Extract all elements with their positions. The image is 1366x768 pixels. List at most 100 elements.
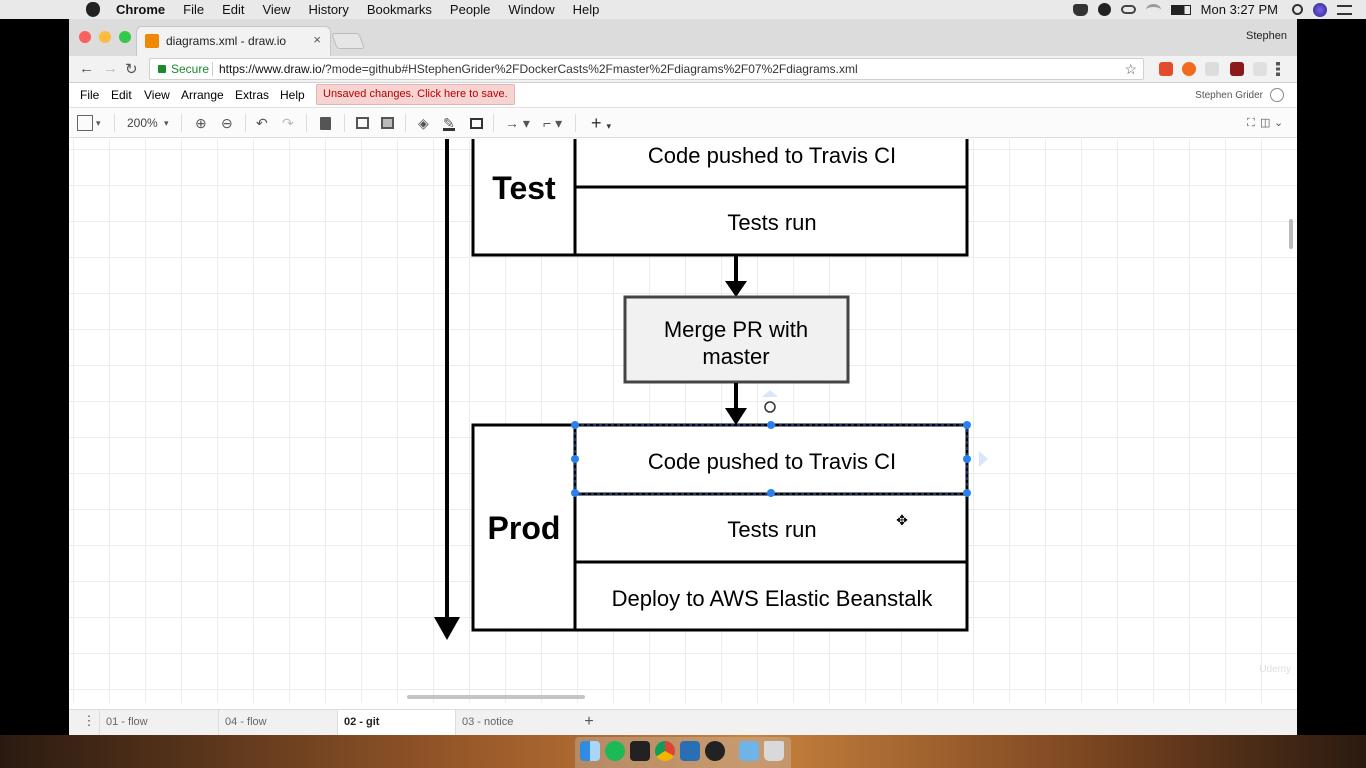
trash-icon[interactable] [764,741,784,761]
menu-history[interactable]: History [308,2,349,17]
prod-row-code-pushed[interactable]: Code pushed to Travis CI [648,449,896,474]
extension-gray-icon[interactable] [1253,62,1267,76]
page-tab-04-flow[interactable]: 04 - flow [218,710,336,735]
pages-menu-icon[interactable]: ⋮ [82,713,96,728]
search-icon[interactable] [1292,4,1303,15]
horizontal-scrollbar[interactable] [407,695,585,699]
merge-label-line2[interactable]: master [702,344,769,369]
resize-handle[interactable] [963,455,971,463]
close-tab-icon[interactable]: × [313,32,321,47]
zoom-in-icon[interactable]: ⊕ [195,115,207,131]
new-tab-button[interactable] [331,33,365,49]
prod-row-tests-run[interactable]: Tests run [727,517,816,542]
clock[interactable]: Mon 3:27 PM [1200,2,1278,17]
selection-handles[interactable] [571,421,971,497]
page-tab-02-git[interactable]: 02 - git [337,710,455,735]
test-row-code-pushed[interactable]: Code pushed to Travis CI [648,143,896,168]
waypoints-icon[interactable]: ⌐ ▾ [543,115,563,131]
finder-icon[interactable] [580,741,600,761]
collapse-chevron-icon[interactable]: ⌄ [1274,117,1284,129]
prod-label[interactable]: Prod [488,510,561,546]
fullscreen-icon[interactable]: ⛶ [1247,117,1255,129]
unsaved-changes-button[interactable]: Unsaved changes. Click here to save. [316,84,515,105]
menu-people[interactable]: People [449,2,491,17]
browser-tab[interactable]: diagrams.xml - draw.io × [136,26,331,56]
close-window-button[interactable] [79,31,91,43]
resize-handle[interactable] [963,489,971,497]
test-group-box[interactable] [471,139,969,257]
to-back-icon[interactable] [381,117,394,129]
extension-brave-icon[interactable] [1182,62,1196,76]
page-tab-01-flow[interactable]: 01 - flow [99,710,217,735]
forward-arrow-icon[interactable]: → [103,60,118,77]
extension-css-icon[interactable] [1205,62,1219,76]
resize-handle[interactable] [571,421,579,429]
wifi-icon[interactable] [1145,3,1161,16]
glasses-icon[interactable] [1120,5,1136,14]
url-input[interactable]: Secure https://www.draw.io/?mode=github#… [149,58,1144,80]
line-color-icon[interactable]: ✎ [443,115,455,131]
resize-handle[interactable] [767,421,775,429]
menu-help[interactable]: Help [572,2,600,17]
minimize-window-button[interactable] [99,31,111,43]
extension-ublock-icon[interactable] [1230,62,1244,76]
chrome-menu-icon[interactable] [1276,62,1280,76]
apple-icon[interactable] [86,2,100,17]
maximize-window-button[interactable] [119,31,131,43]
menu-chrome[interactable]: Chrome [116,2,166,17]
shadow-icon[interactable] [470,118,483,129]
drawio-menu-extras[interactable]: Extras [235,88,270,102]
menu-view[interactable]: View [262,2,291,17]
drawio-menu-view[interactable]: View [144,88,170,102]
diagram-canvas[interactable]: Test Code pushed to Travis CI Tests run … [69,139,1297,703]
terminal-icon[interactable] [630,741,650,761]
rotate-handle-icon[interactable] [764,401,776,413]
downloads-folder-icon[interactable] [739,741,759,761]
test-label[interactable]: Test [492,170,556,206]
battery-icon[interactable] [1170,4,1191,15]
extension-red-icon[interactable] [1159,62,1173,76]
prod-group-box[interactable] [471,423,969,632]
resize-handle[interactable] [767,489,775,497]
undo-icon[interactable]: ↶ [256,115,268,131]
bookmark-star-icon[interactable]: ☆ [1124,61,1137,77]
insert-plus-icon[interactable]: + ▾ [591,113,612,133]
menu-bookmarks[interactable]: Bookmarks [366,2,432,17]
obs-icon[interactable] [705,741,725,761]
add-page-button[interactable]: + [584,713,594,730]
chrome-icon[interactable] [655,741,675,761]
menu-file[interactable]: File [183,2,205,17]
vscode-icon[interactable] [680,741,700,761]
list-icon[interactable] [1337,4,1352,15]
user-menu[interactable]: Stephen Grider [1195,90,1263,101]
menu-edit[interactable]: Edit [222,2,245,17]
vertical-scrollbar[interactable] [1289,219,1293,249]
drawio-menu-edit[interactable]: Edit [111,88,132,102]
obs-icon[interactable] [1097,3,1111,16]
split-panel-icon[interactable]: ◫ [1260,117,1271,129]
prod-row-deploy[interactable]: Deploy to AWS Elastic Beanstalk [612,586,934,611]
spotify-icon[interactable] [605,741,625,761]
drawio-menu-file[interactable]: File [80,88,100,102]
test-row-tests-run[interactable]: Tests run [727,210,816,235]
format-panel-icon[interactable] [77,115,93,131]
siri-icon[interactable] [1313,2,1327,17]
profile-name[interactable]: Stephen [1246,30,1287,42]
resize-handle[interactable] [571,455,579,463]
to-front-icon[interactable] [356,117,369,129]
docker-icon[interactable] [1072,3,1088,16]
chevron-down-icon[interactable]: ▾ [96,118,101,128]
redo-icon[interactable]: ↷ [282,115,294,131]
delete-icon[interactable] [320,117,331,130]
language-globe-icon[interactable] [1270,88,1284,102]
merge-label-line1[interactable]: Merge PR with [664,317,808,342]
connect-arrow-hint[interactable] [979,451,988,467]
zoom-select[interactable]: 200% [127,116,158,130]
drawio-menu-arrange[interactable]: Arrange [181,88,224,102]
merge-pr-box[interactable] [623,295,850,384]
chevron-down-icon[interactable]: ▾ [164,118,169,128]
fill-color-icon[interactable]: ◈ [418,115,429,131]
reload-icon[interactable]: ↻ [125,61,138,78]
drawio-menu-help[interactable]: Help [280,88,305,102]
menu-window[interactable]: Window [508,2,555,17]
